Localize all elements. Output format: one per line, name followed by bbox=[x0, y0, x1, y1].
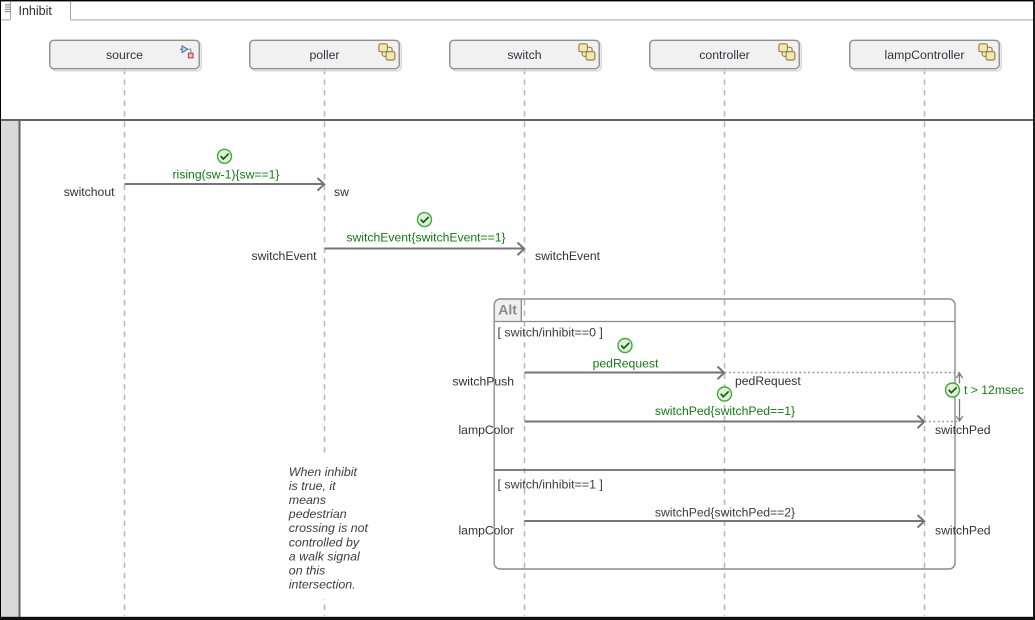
svg-text:lampController: lampController bbox=[885, 48, 965, 62]
svg-text:pedestrian: pedestrian bbox=[288, 507, 347, 521]
svg-text:rising(sw-1){sw==1}: rising(sw-1){sw==1} bbox=[172, 168, 279, 182]
svg-text:is true, it: is true, it bbox=[289, 479, 336, 493]
svg-text:lampColor: lampColor bbox=[458, 423, 514, 437]
svg-text:switchEvent: switchEvent bbox=[251, 249, 317, 263]
svg-text:sw: sw bbox=[334, 185, 349, 199]
svg-text:switchPed{switchPed==1}: switchPed{switchPed==1} bbox=[655, 404, 795, 418]
svg-text:switchEvent{switchEvent==1}: switchEvent{switchEvent==1} bbox=[346, 230, 505, 244]
svg-text:switchPed: switchPed bbox=[935, 524, 991, 538]
svg-text:Inhibit: Inhibit bbox=[19, 4, 53, 18]
svg-text:controller: controller bbox=[699, 48, 750, 62]
svg-text:When inhibit: When inhibit bbox=[289, 465, 358, 479]
svg-text:switchPed: switchPed bbox=[935, 423, 991, 437]
svg-text:crossing is not: crossing is not bbox=[289, 521, 369, 535]
svg-text:switchout: switchout bbox=[64, 185, 115, 199]
svg-text:a walk signal: a walk signal bbox=[289, 549, 361, 563]
svg-text:on this: on this bbox=[289, 563, 326, 577]
svg-text:pedRequest: pedRequest bbox=[735, 374, 801, 388]
svg-text:means: means bbox=[289, 493, 326, 507]
svg-text:intersection.: intersection. bbox=[289, 577, 356, 591]
svg-text:Alt: Alt bbox=[498, 301, 517, 317]
svg-text:[ switch/inhibit==1 ]: [ switch/inhibit==1 ] bbox=[498, 477, 603, 491]
svg-text:controlled by: controlled by bbox=[289, 535, 360, 549]
svg-text:switchPed{switchPed==2}: switchPed{switchPed==2} bbox=[655, 506, 795, 520]
svg-text:switchEvent: switchEvent bbox=[535, 249, 601, 263]
svg-text:source: source bbox=[106, 48, 143, 62]
svg-text:[ switch/inhibit==0 ]: [ switch/inhibit==0 ] bbox=[498, 325, 603, 339]
svg-text:t > 12msec: t > 12msec bbox=[964, 383, 1024, 397]
svg-text:poller: poller bbox=[309, 48, 339, 62]
svg-text:pedRequest: pedRequest bbox=[593, 357, 659, 371]
svg-text:switchPush: switchPush bbox=[452, 375, 514, 389]
svg-text:lampColor: lampColor bbox=[458, 524, 514, 538]
svg-text:switch: switch bbox=[507, 48, 541, 62]
